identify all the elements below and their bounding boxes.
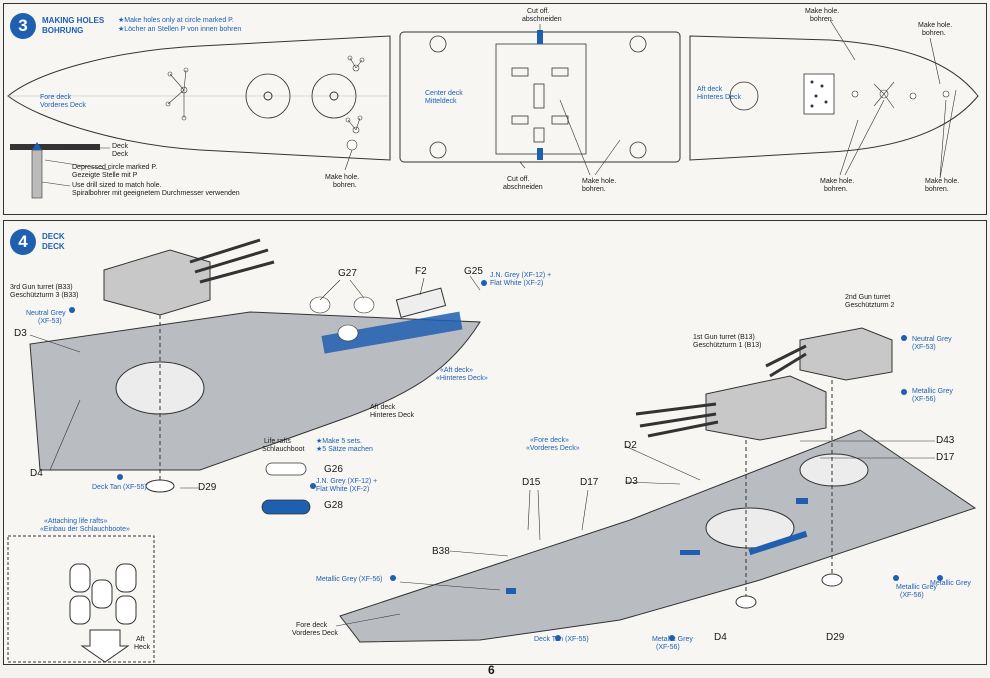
step4-number: 4 bbox=[10, 229, 36, 255]
drill-label-en: Use drill sized to match hole. bbox=[72, 182, 162, 189]
make-hole-aft4-de: bohren. bbox=[925, 186, 949, 193]
step4-title-en: DECK bbox=[42, 232, 65, 241]
g26-label: G26 bbox=[324, 464, 343, 475]
step3-title-en: MAKING HOLES bbox=[42, 16, 105, 25]
flat-white-top: Flat White (XF-2) bbox=[490, 280, 544, 287]
d17-mid: D17 bbox=[580, 477, 599, 488]
step3-number: 3 bbox=[10, 13, 36, 39]
jn-grey-raft: J.N. Grey (XF-12) + bbox=[316, 478, 378, 485]
make-hole-fore-en: Make hole. bbox=[325, 174, 360, 181]
page-number: 6 bbox=[488, 663, 495, 677]
life-rafts-en: Life rafts bbox=[264, 438, 291, 445]
aft-label-de: Heck bbox=[134, 644, 150, 651]
metallic-grey-bottom: Metallic Grey bbox=[652, 636, 693, 643]
aft-deck-de: Hinteres Deck bbox=[370, 412, 414, 419]
d29-left: D29 bbox=[198, 482, 217, 493]
flat-white-raft: Flat White (XF-2) bbox=[316, 486, 370, 493]
neutral-grey-right-code: (XF-53) bbox=[912, 344, 936, 351]
life-rafts-de: Schlauchboot bbox=[262, 446, 305, 453]
metallic-grey-bottom-right2: Metallic Grey bbox=[930, 580, 971, 587]
deck-tan-bottom: Deck Tan (XF-55) bbox=[534, 636, 589, 643]
gun1-de: Geschützturm 1 (B13) bbox=[693, 342, 762, 349]
make-hole-aft3-de: bohren. bbox=[824, 186, 848, 193]
step4-title-de: DECK bbox=[42, 242, 65, 251]
d15-label: D15 bbox=[522, 477, 541, 488]
cut-off-top-en: Cut off. bbox=[527, 8, 550, 15]
neutral-grey-right: Neutral Grey bbox=[912, 336, 952, 343]
aft-deck-marker-de: «Hinteres Deck» bbox=[436, 375, 488, 382]
metallic-grey-turret: Metallic Grey bbox=[912, 388, 953, 395]
deck-tan-left: Deck Tan (XF-55) bbox=[92, 484, 147, 491]
d43-label: D43 bbox=[936, 435, 955, 446]
metallic-grey-left: Metallic Grey (XF-56) bbox=[316, 576, 383, 583]
fore-deck-marker-de: «Vorderes Deck» bbox=[526, 445, 580, 452]
make5-de: ★5 Sätze machen bbox=[316, 446, 373, 453]
gun3-label-en: 3rd Gun turret (B33) bbox=[10, 284, 73, 291]
cut-off-bottom-en: Cut off. bbox=[507, 176, 530, 183]
step3-note-en: ★Make holes only at circle marked P. bbox=[118, 17, 234, 24]
d4-left: D4 bbox=[30, 468, 43, 479]
d2-label: D2 bbox=[624, 440, 637, 451]
jn-grey-top: J.N. Grey (XF-12) + bbox=[490, 272, 552, 279]
gun2-en: 2nd Gun turret bbox=[845, 294, 891, 301]
make-hole-aft2-en: Make hole. bbox=[918, 22, 953, 29]
d4-right: D4 bbox=[714, 632, 727, 643]
make-hole-center-en: Make hole. bbox=[582, 178, 617, 185]
step3-note-de: ★Löcher an Stellen P von innen bohren bbox=[118, 26, 242, 33]
metallic-grey-bottom-right-code: (XF-56) bbox=[900, 592, 924, 599]
deck-label-de: Deck bbox=[112, 151, 128, 158]
make-hole-center-de: bohren. bbox=[582, 186, 606, 193]
d29-right: D29 bbox=[826, 632, 845, 643]
fore-deck-label-de: Vorderes Deck bbox=[40, 102, 86, 109]
make-hole-aft2-de: bohren. bbox=[922, 30, 946, 37]
gun3-label-de: Geschützturm 3 (B33) bbox=[10, 292, 79, 299]
aft-deck-en: Aft deck bbox=[370, 404, 396, 411]
depressed-label-en: Depressed circle marked P. bbox=[72, 164, 158, 171]
fore-deck-outline bbox=[7, 35, 391, 161]
gun1-en: 1st Gun turret (B13) bbox=[693, 334, 755, 341]
aft-deck-marker-en: «Aft deck» bbox=[440, 367, 474, 374]
step3-title-de: BOHRUNG bbox=[42, 26, 84, 35]
fore-deck-label-en: Fore deck bbox=[40, 94, 72, 101]
g28-label: G28 bbox=[324, 500, 343, 511]
g27-label: G27 bbox=[338, 268, 357, 279]
drill-label-de: Spiralbohrer mit geeignetem Durchmesser … bbox=[72, 190, 240, 197]
fore-deck-marker-en: «Fore deck» bbox=[530, 437, 569, 444]
aft-deck-label-en: Aft deck bbox=[697, 86, 723, 93]
neutral-grey-code: (XF-53) bbox=[38, 318, 62, 325]
center-deck-label-de: Mitteldeck bbox=[425, 98, 457, 105]
make-hole-aft3-en: Make hole. bbox=[820, 178, 855, 185]
cut-off-bottom-de: abschneiden bbox=[503, 184, 543, 191]
make-hole-aft1-de: bohren. bbox=[810, 16, 834, 23]
d3-left: D3 bbox=[14, 328, 27, 339]
d3-right: D3 bbox=[625, 476, 638, 487]
attaching-en: «Attaching life rafts» bbox=[44, 518, 108, 525]
aft-deck-plank bbox=[29, 311, 481, 471]
deck-label-en: Deck bbox=[112, 143, 128, 150]
make-hole-aft1-en: Make hole. bbox=[805, 8, 840, 15]
aft-deck-outline bbox=[689, 35, 979, 161]
center-deck-label-en: Center deck bbox=[425, 90, 463, 97]
make-hole-fore-de: bohren. bbox=[333, 182, 357, 189]
fore-deck-en: Fore deck bbox=[296, 622, 328, 629]
g25-label: G25 bbox=[464, 266, 483, 277]
metallic-grey-bottom-code: (XF-56) bbox=[656, 644, 680, 651]
d17-right: D17 bbox=[936, 452, 955, 463]
aft-deck-label-de: Hinteres Deck bbox=[697, 94, 741, 101]
aft-label-en: Aft bbox=[136, 636, 145, 643]
gun2-de: Geschützturm 2 bbox=[845, 302, 895, 309]
fore-deck-de: Vorderes Deck bbox=[292, 630, 338, 637]
attaching-de: «Einbau der Schlauchboote» bbox=[40, 526, 130, 533]
fore-deck-plank bbox=[339, 429, 977, 643]
cut-off-top-de: abschneiden bbox=[522, 16, 562, 23]
neutral-grey-label: Neutral Grey bbox=[26, 310, 66, 317]
depressed-label-de: Gezeigte Stelle mit P bbox=[72, 172, 138, 179]
b38-label: B38 bbox=[432, 546, 450, 557]
make-hole-aft4-en: Make hole. bbox=[925, 178, 960, 185]
f2-label: F2 bbox=[415, 266, 427, 277]
make5-en: ★Make 5 sets. bbox=[316, 438, 362, 445]
metallic-grey-turret-code: (XF-56) bbox=[912, 396, 936, 403]
metallic-grey-bottom-right: Metallic Grey bbox=[896, 584, 937, 591]
